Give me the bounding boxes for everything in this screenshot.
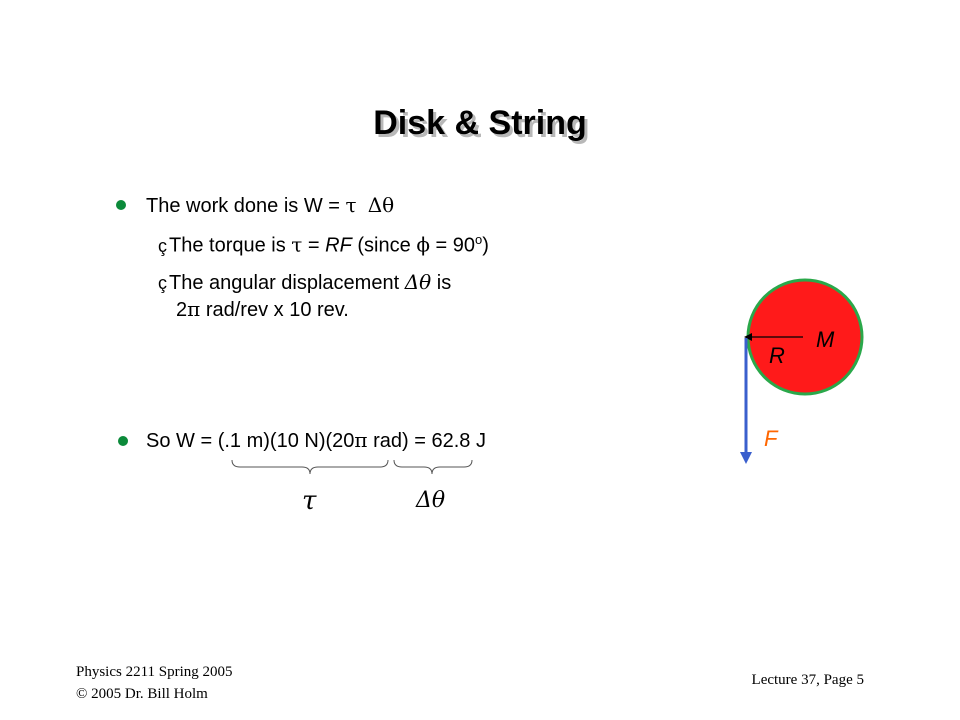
bullet-dot <box>116 200 126 210</box>
text: ) <box>482 234 489 257</box>
force-label: F <box>764 426 778 451</box>
radius-label: R <box>769 343 785 368</box>
bullet-dot <box>118 436 128 446</box>
footer-course: Physics 2211 Spring 2005 <box>76 664 233 680</box>
text: So W = (.1 m)(10 N)(20 <box>146 430 355 452</box>
pi-symbol: π <box>187 297 201 321</box>
text: The torque is <box>169 234 292 257</box>
bullet-work-done: The work done is W = τ Δθ <box>146 193 394 218</box>
brace-delta-theta <box>393 459 473 475</box>
rf-text: RF <box>325 234 352 257</box>
footer-copyright: © 2005 Dr. Bill Holm <box>76 686 208 702</box>
text: The angular displacement <box>169 272 405 294</box>
force-arrowhead <box>740 452 752 464</box>
text: rad) = 62.8 J <box>367 430 486 452</box>
superscript: o <box>475 232 483 247</box>
delta-theta-symbol: Δθ <box>404 270 432 294</box>
text: 2 <box>176 299 188 321</box>
delta-theta-symbol: Δθ <box>367 193 395 217</box>
sub-bullet-angular-cont: 2π rad/rev x 10 rev. <box>176 297 349 322</box>
mass-label: M <box>816 327 835 352</box>
bullet-so-w: So W = (.1 m)(10 N)(20π rad) = 62.8 J <box>146 428 486 453</box>
tau-symbol: τ <box>291 232 303 257</box>
brace-label-tau: τ <box>302 486 317 516</box>
bullet-text: The work done is W = <box>146 195 346 217</box>
disk-diagram <box>740 278 864 464</box>
sub-bullet-marker: ç <box>158 273 167 293</box>
text: = <box>302 234 326 257</box>
text: is <box>431 272 452 294</box>
slide-title: Disk & String <box>373 104 587 142</box>
sub-bullet-marker: ç <box>158 235 167 256</box>
pi-symbol: π <box>354 428 368 452</box>
tau-symbol: τ <box>345 193 357 217</box>
brace-label-delta-theta: Δθ <box>416 488 446 513</box>
brace-tau <box>231 459 389 475</box>
text: rad/rev x 10 rev. <box>200 299 349 321</box>
text: (since <box>351 234 417 257</box>
footer-page: Lecture 37, Page 5 <box>751 672 864 688</box>
phi-symbol: ϕ <box>416 232 430 257</box>
radius-arrowhead <box>744 333 752 341</box>
text: = 90 <box>429 234 476 257</box>
